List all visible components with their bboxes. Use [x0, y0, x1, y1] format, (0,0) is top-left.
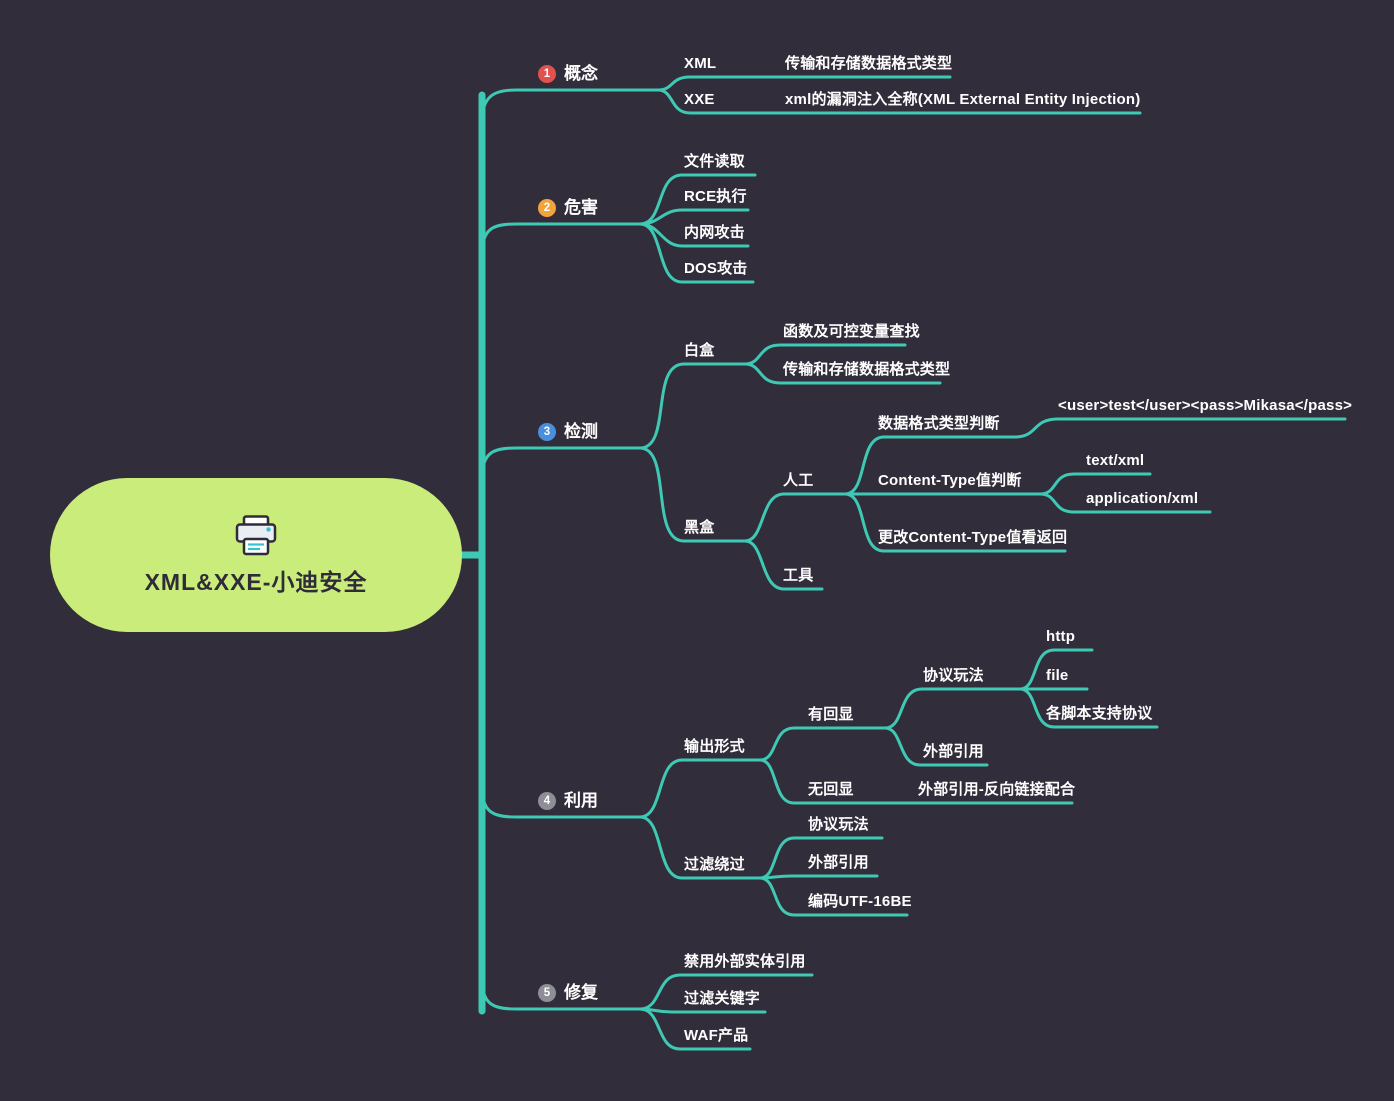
node-application-xml[interactable]: application/xml — [1086, 490, 1199, 507]
root-topic[interactable]: XML&XXE-小迪安全 — [50, 478, 462, 632]
node-xml[interactable]: XML — [684, 55, 717, 72]
priority-5-badge: 5 — [538, 984, 556, 1002]
node-external-ref-2[interactable]: 外部引用 — [808, 854, 869, 871]
node-filter-bypass[interactable]: 过滤绕过 — [684, 856, 745, 873]
node-xxe[interactable]: XXE — [684, 91, 715, 108]
node-file[interactable]: file — [1046, 667, 1069, 684]
node-waf-product[interactable]: WAF产品 — [684, 1027, 749, 1044]
node-protocol-play[interactable]: 协议玩法 — [923, 667, 984, 684]
node-rce[interactable]: RCE执行 — [684, 188, 747, 205]
topic-fix-label: 修复 — [564, 983, 598, 1002]
priority-4-badge: 4 — [538, 792, 556, 810]
node-external-ref-reverse[interactable]: 外部引用-反向链接配合 — [918, 781, 1076, 798]
topic-exploit-label: 利用 — [564, 791, 598, 810]
topic-concept[interactable]: 1 概念 — [538, 63, 598, 85]
node-manual[interactable]: 人工 — [783, 472, 814, 489]
topic-detect[interactable]: 3 检测 — [538, 421, 598, 443]
node-change-content-type[interactable]: 更改Content-Type值看返回 — [878, 529, 1068, 546]
node-script-protocols[interactable]: 各脚本支持协议 — [1046, 705, 1153, 722]
node-format-judge[interactable]: 数据格式类型判断 — [878, 415, 1000, 432]
node-xxe-desc[interactable]: xml的漏洞注入全称(XML External Entity Injection… — [785, 91, 1141, 108]
priority-3-badge: 3 — [538, 423, 556, 441]
node-external-ref[interactable]: 外部引用 — [923, 743, 984, 760]
node-file-read[interactable]: 文件读取 — [684, 153, 745, 170]
node-http[interactable]: http — [1046, 628, 1076, 645]
node-content-type-judge[interactable]: Content-Type值判断 — [878, 472, 1022, 489]
root-topic-label: XML&XXE-小迪安全 — [144, 568, 368, 595]
node-whitebox[interactable]: 白盒 — [684, 342, 715, 359]
node-has-echo[interactable]: 有回显 — [808, 706, 854, 723]
node-no-echo[interactable]: 无回显 — [808, 781, 854, 798]
node-filter-keywords[interactable]: 过滤关键字 — [684, 990, 761, 1007]
node-dos-attack[interactable]: DOS攻击 — [684, 260, 748, 277]
node-blackbox[interactable]: 黑盒 — [684, 519, 715, 536]
node-tool[interactable]: 工具 — [783, 567, 814, 584]
node-protocol-play-2[interactable]: 协议玩法 — [808, 816, 869, 833]
topic-harm-label: 危害 — [564, 198, 598, 217]
topic-fix[interactable]: 5 修复 — [538, 982, 598, 1004]
topic-concept-label: 概念 — [564, 64, 598, 83]
topic-harm[interactable]: 2 危害 — [538, 197, 598, 219]
topic-exploit[interactable]: 4 利用 — [538, 790, 598, 812]
node-data-format-type[interactable]: 传输和存储数据格式类型 — [783, 361, 951, 378]
priority-1-badge: 1 — [538, 65, 556, 83]
node-func-var-search[interactable]: 函数及可控变量查找 — [783, 323, 920, 340]
node-disable-external-entity[interactable]: 禁用外部实体引用 — [684, 953, 806, 970]
node-utf16be-encode[interactable]: 编码UTF-16BE — [808, 893, 912, 910]
node-xml-desc[interactable]: 传输和存储数据格式类型 — [785, 55, 953, 72]
node-text-xml[interactable]: text/xml — [1086, 452, 1145, 469]
topic-detect-label: 检测 — [564, 422, 598, 441]
node-output-form[interactable]: 输出形式 — [684, 738, 745, 755]
branch-lines — [448, 75, 1347, 1051]
priority-2-badge: 2 — [538, 199, 556, 217]
printer-icon — [235, 514, 277, 555]
node-intranet-attack[interactable]: 内网攻击 — [684, 224, 745, 241]
node-user-pass-sample[interactable]: <user>test</user><pass>Mikasa</pass> — [1058, 397, 1353, 414]
